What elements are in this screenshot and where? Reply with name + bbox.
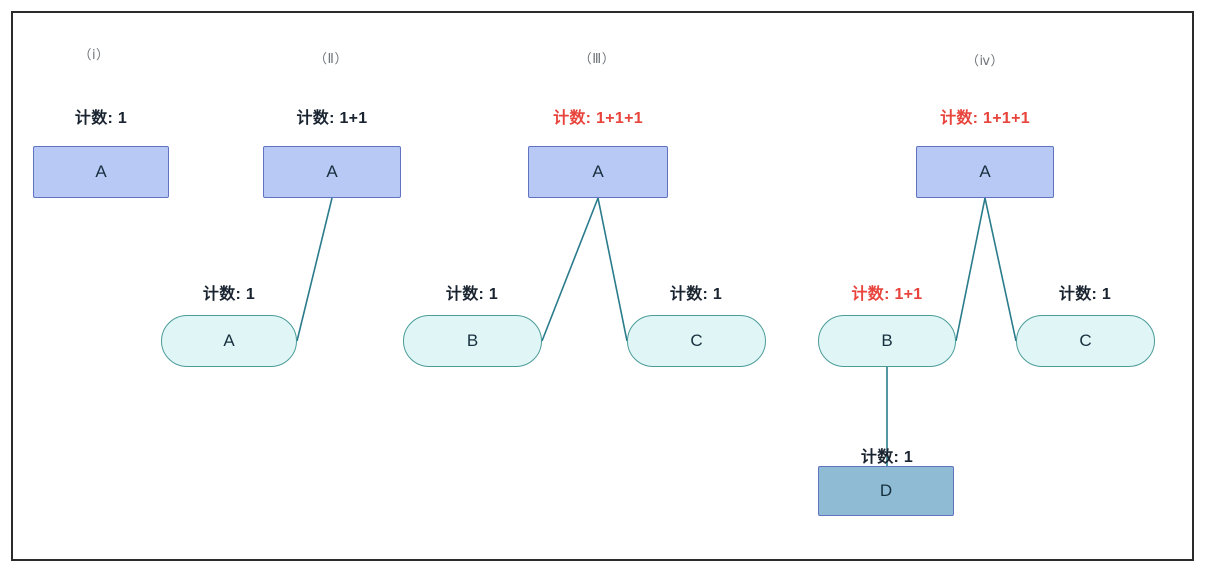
count-label-iii-b: 计数: 1	[445, 286, 499, 303]
count-label-iv-a-top: 计数: 1+1+1	[940, 110, 1030, 127]
count-label-iii-a-top: 计数: 1+1+1	[553, 110, 643, 127]
node-iii-a-top[interactable]: A	[528, 146, 668, 198]
node-label-iv-a-top: A	[979, 162, 991, 181]
count-label-iv-b: 计数: 1+1	[851, 286, 923, 303]
node-label-iii-b: B	[466, 331, 479, 350]
count-label-ii-a-top: 计数: 1+1	[296, 110, 368, 127]
panel-caption-panel-ii: （Ⅱ）	[314, 51, 348, 66]
node-ii-a-child[interactable]: A	[161, 315, 297, 367]
node-label-ii-a-child: A	[223, 331, 235, 350]
count-label-iv-c: 计数: 1	[1058, 286, 1112, 303]
node-iv-c[interactable]: C	[1016, 315, 1155, 367]
node-iii-b[interactable]: B	[403, 315, 542, 367]
panel-caption-panel-iv: （ⅳ）	[965, 53, 1005, 68]
node-iv-a-top[interactable]: A	[916, 146, 1054, 198]
node-label-iv-c: C	[1079, 331, 1092, 350]
node-iii-c[interactable]: C	[627, 315, 766, 367]
node-iv-b[interactable]: B	[818, 315, 956, 367]
node-label-ii-a-top: A	[326, 162, 338, 181]
node-i-a[interactable]: A	[33, 146, 169, 198]
count-label-iii-c: 计数: 1	[669, 286, 723, 303]
node-label-iii-a-top: A	[592, 162, 604, 181]
node-label-iv-d: D	[879, 481, 893, 500]
count-label-iv-d: 计数: 1	[860, 449, 914, 466]
diagram-frame	[11, 11, 1194, 561]
node-label-iv-b: B	[881, 331, 893, 350]
panel-caption-panel-i: （ⅰ）	[78, 47, 110, 62]
node-label-i-a: A	[95, 162, 107, 181]
node-iv-d[interactable]: D	[818, 466, 954, 516]
count-label-ii-a-child: 计数: 1	[202, 286, 256, 303]
count-label-i-a: 计数: 1	[74, 110, 128, 127]
node-ii-a-top[interactable]: A	[263, 146, 401, 198]
panel-caption-panel-iii: （Ⅲ）	[578, 51, 616, 66]
node-label-iii-c: C	[690, 331, 703, 350]
